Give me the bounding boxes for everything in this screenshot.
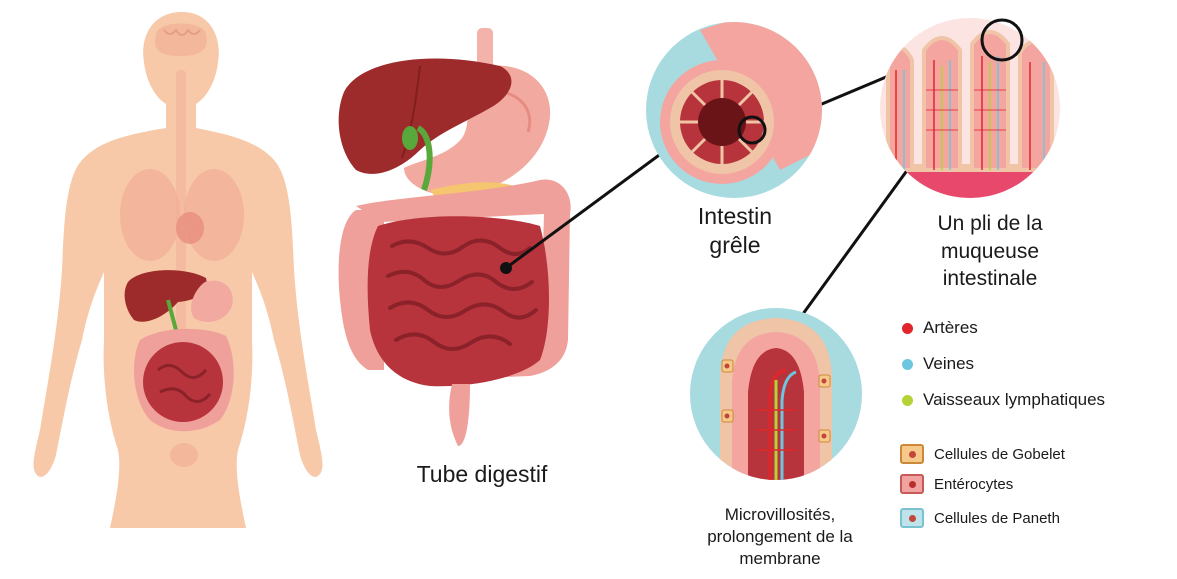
lymph-color-swatch [902,395,913,406]
legend-item-gobelet: Cellules de Gobelet [900,444,1065,464]
enterocyte-swatch [900,474,924,494]
mucosa-fold-illustration [870,18,1070,200]
legend-label: Cellules de Paneth [934,510,1060,527]
label-microvillosites: Microvillosités, prolongement de la memb… [680,504,880,570]
legend-label: Cellules de Gobelet [934,446,1065,463]
legend-item-lymphatiques: Vaisseaux lymphatiques [902,390,1105,410]
paneth-cell-swatch [900,508,924,528]
label-tube-digestif: Tube digestif [392,460,572,489]
legend-item-veines: Veines [902,354,974,374]
label-intestin-line1: Intestin [670,202,800,231]
legend-item-enterocytes: Entérocytes [900,474,1013,494]
legend-label: Veines [923,354,974,374]
legend-label: Vaisseaux lymphatiques [923,390,1105,410]
legend-label: Entérocytes [934,476,1013,493]
label-intestin-grele: Intestin grêle [670,202,800,260]
label-micro-line1: Microvillosités, [680,504,880,526]
microvilli-illustration [690,308,862,500]
intestine-cross-section [646,0,880,198]
label-micro-line3: membrane [680,548,880,570]
label-pli-line3: intestinale [905,265,1075,293]
digestive-tract-illustration [339,28,571,446]
label-micro-line2: prolongement de la [680,526,880,548]
label-pli-muqueuse: Un pli de la muqueuse intestinale [905,210,1075,293]
label-intestin-line2: grêle [670,231,800,260]
legend-item-paneth: Cellules de Paneth [900,508,1060,528]
legend-item-arteres: Artères [902,318,978,338]
legend-label: Artères [923,318,978,338]
goblet-cell-swatch [900,444,924,464]
vein-color-swatch [902,359,913,370]
human-body-figure [34,12,323,528]
label-pli-line1: Un pli de la [905,210,1075,238]
artery-color-swatch [902,323,913,334]
label-pli-line2: muqueuse [905,238,1075,266]
